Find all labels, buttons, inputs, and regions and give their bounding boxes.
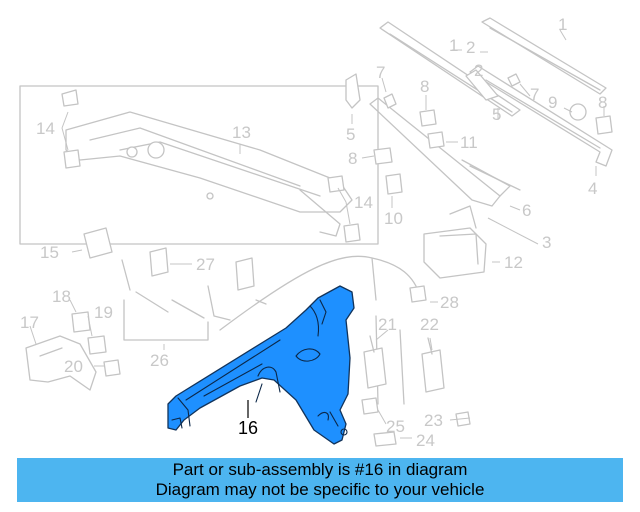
callout-5a: 5 <box>492 105 501 124</box>
callout-26: 26 <box>150 351 169 370</box>
parts-diagram: 1 1 2 7 8 2 7 5 9 8 5 8 11 4 14 13 14 10… <box>19 15 613 450</box>
callout-17: 17 <box>20 313 39 332</box>
nut-8c <box>595 115 613 135</box>
callout-2b: 2 <box>474 61 483 80</box>
callout-25: 25 <box>386 417 405 436</box>
nut-8b <box>373 147 393 165</box>
filler-neck-17 <box>25 335 97 391</box>
cap-11 <box>427 131 445 149</box>
cap-9 <box>569 103 587 121</box>
banner-line-1: Part or sub-assembly is #16 in diagram <box>172 460 468 479</box>
callout-19: 19 <box>94 303 113 322</box>
nut-8a <box>419 109 437 127</box>
callout-9: 9 <box>548 93 557 112</box>
callout-22: 22 <box>420 315 439 334</box>
grommet-14b <box>327 175 361 243</box>
callout-5b: 5 <box>346 125 355 144</box>
callout-8a: 8 <box>420 77 429 96</box>
callout-23: 23 <box>424 411 443 430</box>
bracket-15 <box>83 227 113 259</box>
callout-21: 21 <box>378 315 397 334</box>
callout-15: 15 <box>40 243 59 262</box>
callout-18: 18 <box>52 287 71 306</box>
callout-3: 3 <box>542 233 551 252</box>
callout-1: 1 <box>558 15 567 34</box>
grommet-19 <box>87 335 107 355</box>
callout-7a: 7 <box>376 63 385 82</box>
callout-8c: 8 <box>348 149 357 168</box>
callout-8b: 8 <box>598 93 607 112</box>
callout-4: 4 <box>588 179 597 198</box>
washer-pump-22 <box>421 337 445 393</box>
bolt-10 <box>385 173 403 195</box>
callout-6: 6 <box>522 201 531 220</box>
callout-28: 28 <box>440 293 459 312</box>
callout-7b: 7 <box>530 85 539 104</box>
hoses-26 <box>121 259 231 341</box>
leader-lines <box>29 29 605 439</box>
callout-14a: 14 <box>36 119 55 138</box>
info-banner: Part or sub-assembly is #16 in diagram D… <box>17 458 623 502</box>
callout-12: 12 <box>504 253 523 272</box>
clip-7a <box>383 93 397 109</box>
callout-20: 20 <box>64 357 83 376</box>
cap-20 <box>103 359 121 377</box>
connector-28 <box>409 285 427 303</box>
hose-clip-27 <box>149 247 267 305</box>
wiper-arm-4 <box>469 65 613 167</box>
grommet-25 <box>361 397 379 415</box>
washer-reservoir-16 <box>167 285 355 445</box>
callout-27: 27 <box>196 255 215 274</box>
callout-16: 16 <box>238 418 258 438</box>
bracket-7 <box>345 73 361 109</box>
callout-14b: 14 <box>354 193 373 212</box>
grommet-18 <box>71 311 91 333</box>
callout-11: 11 <box>460 133 478 152</box>
callout-labels: 1 1 2 7 8 2 7 5 9 8 5 8 11 4 14 13 14 10… <box>20 15 607 450</box>
wiper-linkage-6 <box>369 97 521 207</box>
wiper-blade-1 <box>481 17 607 95</box>
sensor-24 <box>373 431 397 447</box>
callout-2a: 2 <box>466 38 475 57</box>
wiper-motor-12 <box>423 205 487 279</box>
wiper-cowl-5 <box>465 69 499 101</box>
callout-1b: 1 <box>449 36 458 55</box>
banner-line-2: Diagram may not be specific to your vehi… <box>155 480 485 499</box>
washer-pump-21 <box>363 335 387 389</box>
clip-7b <box>507 73 521 87</box>
callout-10: 10 <box>384 209 403 228</box>
callout-24: 24 <box>416 431 435 450</box>
callout-13: 13 <box>232 123 251 142</box>
grommet-14a <box>61 89 81 169</box>
